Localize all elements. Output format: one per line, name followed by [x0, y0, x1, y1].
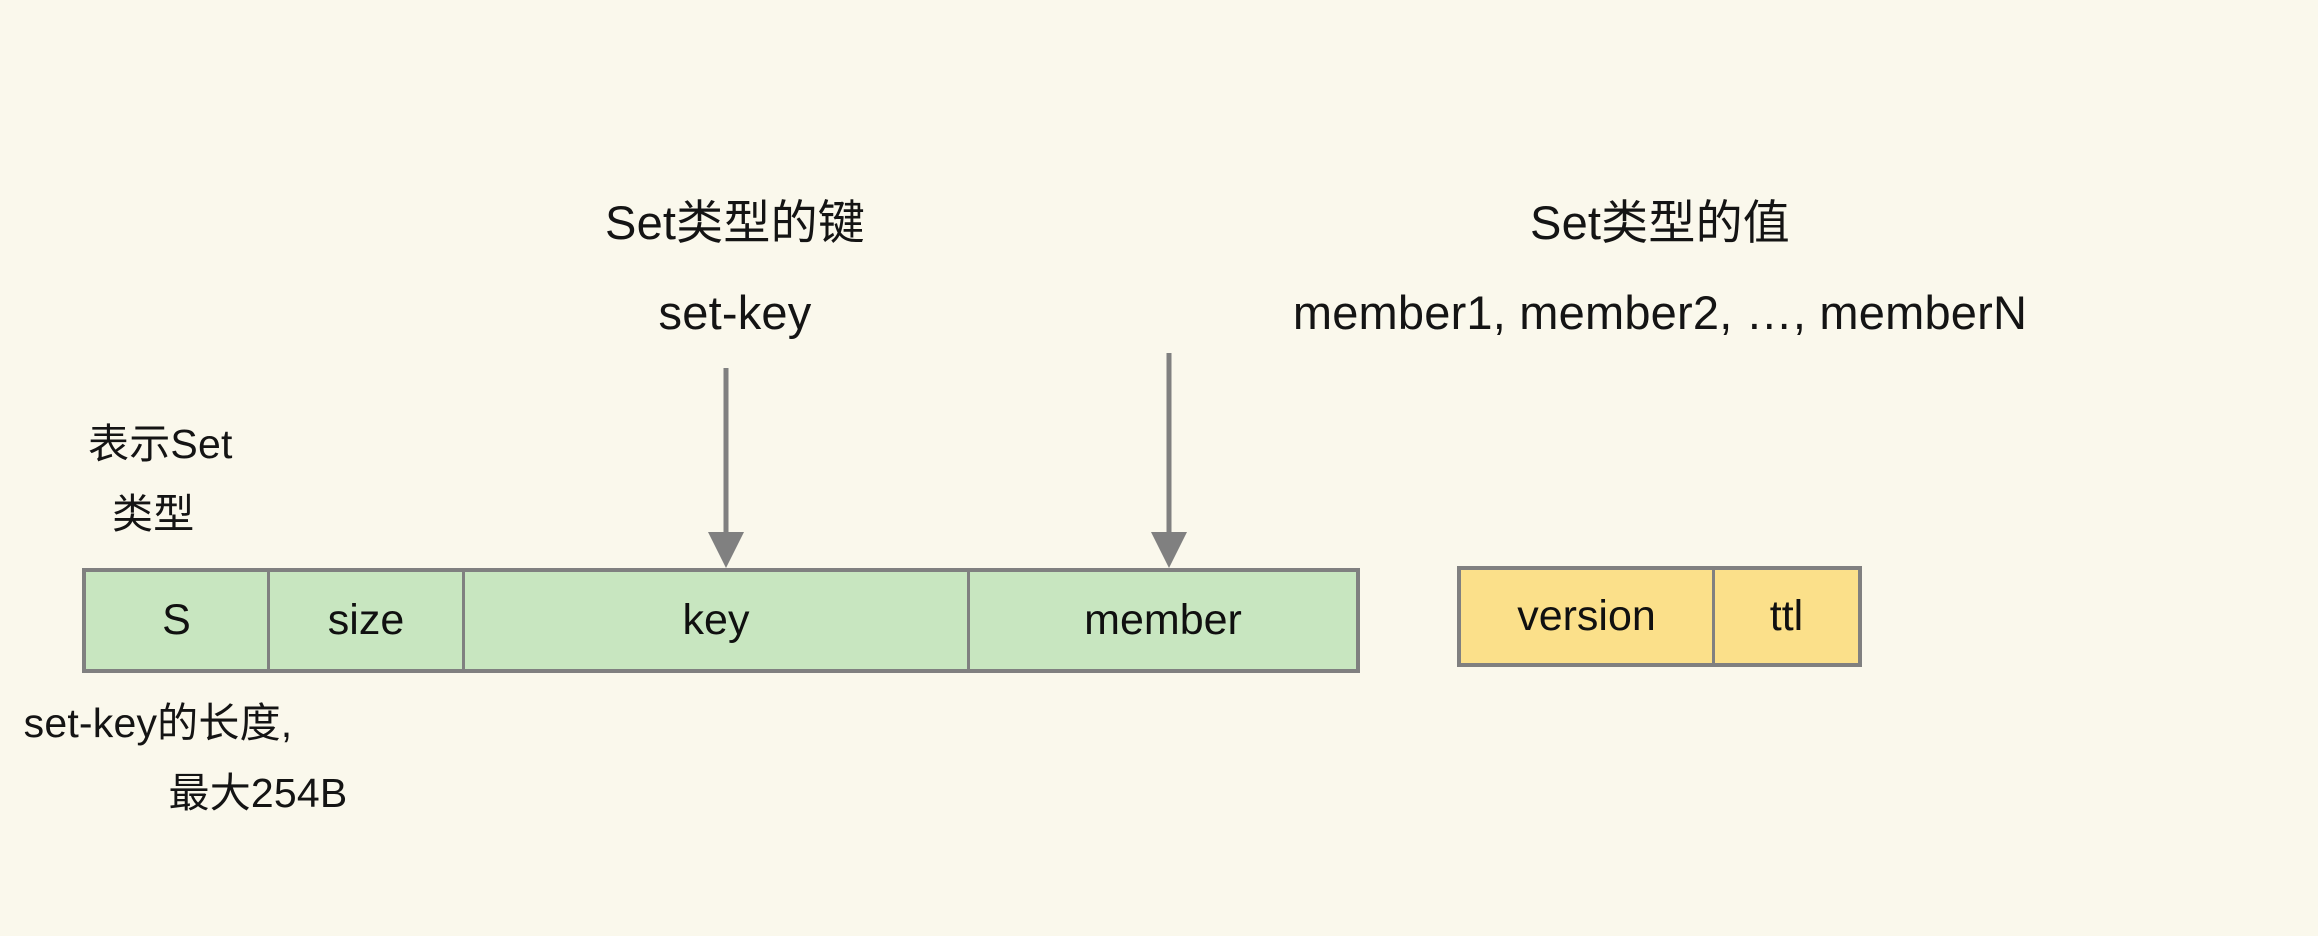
record-field-key: key — [465, 572, 970, 669]
record-field-member: member — [970, 572, 1356, 669]
set-key-record: S size key member — [82, 568, 1360, 673]
key-callout-line2: set-key — [658, 286, 812, 339]
type-flag-annotation-line2: 类型 — [112, 491, 195, 537]
record-field-type-flag: S — [86, 572, 270, 669]
set-meta-record: version ttl — [1457, 566, 1862, 667]
type-flag-annotation-line1: 表示Set — [88, 421, 233, 467]
value-callout-line1: Set类型的值 — [1530, 196, 1790, 249]
value-callout-line2: member1, member2, …, memberN — [1292, 286, 2028, 339]
record-field-ttl: ttl — [1715, 570, 1858, 663]
key-callout-line1: Set类型的键 — [605, 196, 865, 249]
arrow-to-key-field — [700, 368, 752, 570]
arrow-to-member-field — [1143, 353, 1195, 570]
record-field-version: version — [1461, 570, 1715, 663]
key-length-annotation-line2: 最大254B — [168, 770, 348, 816]
key-length-annotation-line1: set-key的长度, — [23, 700, 293, 746]
record-field-size: size — [270, 572, 465, 669]
